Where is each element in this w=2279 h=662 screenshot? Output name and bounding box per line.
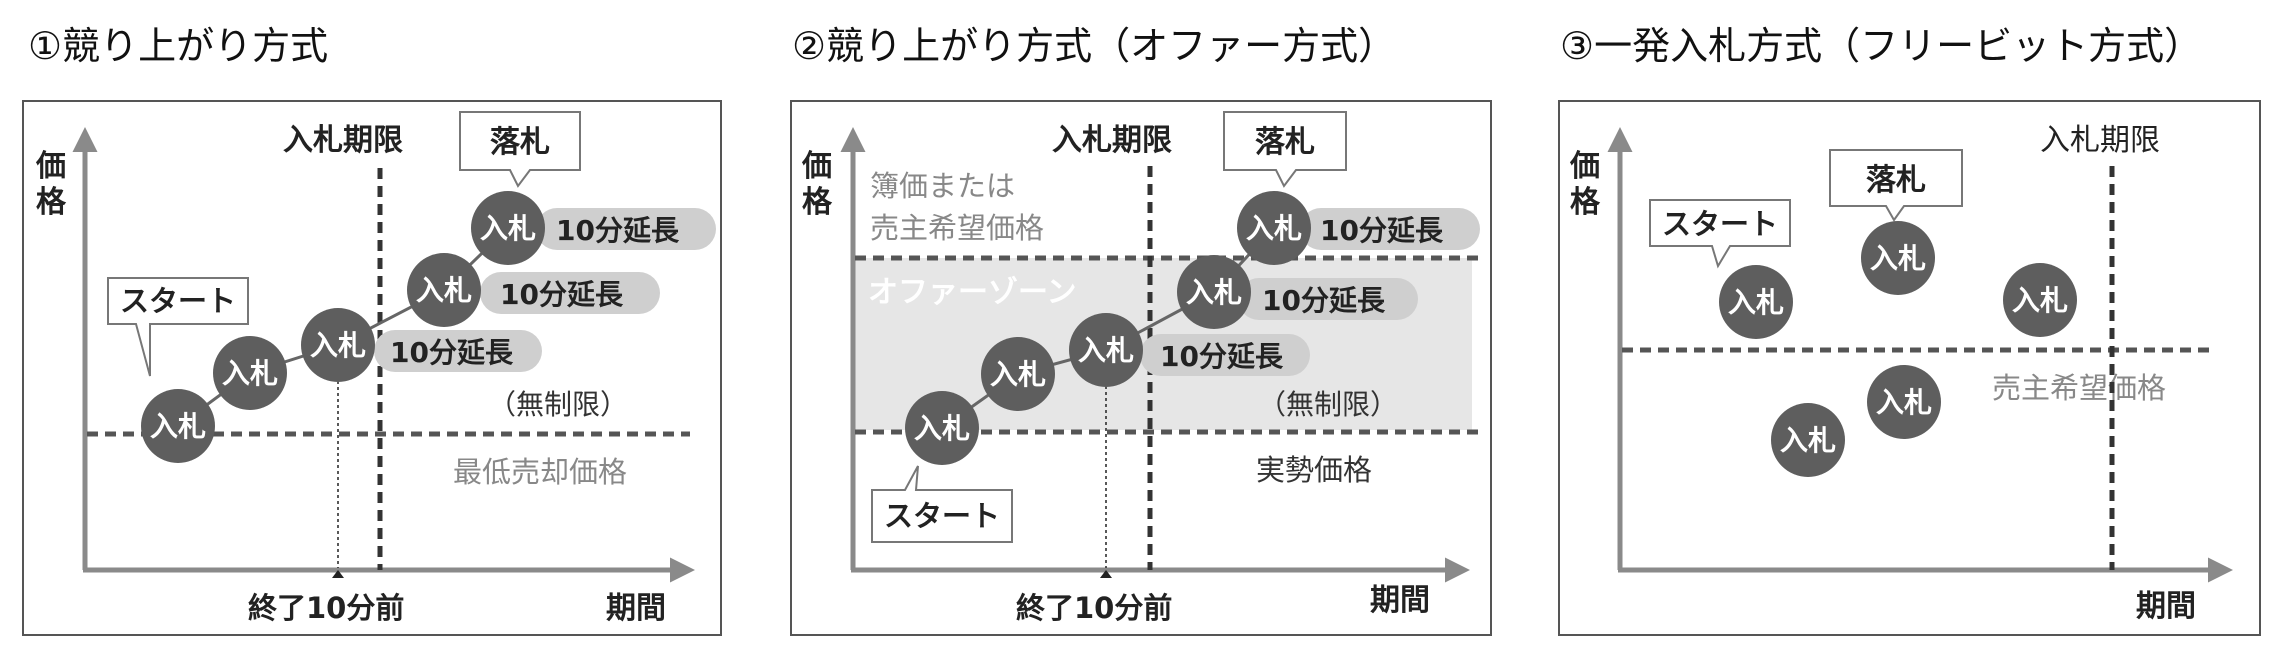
panel1-deadline-label: 入札期限	[283, 123, 403, 158]
panel2-before-end-tick	[1100, 570, 1112, 578]
panel2-start-label: スタート	[884, 499, 1000, 533]
panel1-diagram: 価 格 期間 最低売却価格 （無制限） 入札期限 終了10分前 10分延長 10…	[35, 111, 716, 626]
panel2-before-end-label: 終了10分前	[1016, 591, 1172, 625]
panel3-bid-circle-5	[1867, 365, 1941, 439]
panel3-bid-circle-4	[1771, 403, 1845, 477]
panel2-diagram: オファーゾーン 価 格 期間 簿価または 売主希望価格 実勢価格 （無制限） 入…	[801, 111, 1482, 625]
panel1-extend-label-1: 10分延長	[390, 336, 514, 369]
panel2-award-callout: 落札	[1223, 111, 1347, 188]
panel1-bid-label-1: 入札	[150, 410, 206, 443]
panel1-bid-circle-2	[213, 336, 287, 410]
panel3-bid-label-5: 入札	[1876, 386, 1932, 419]
panel1-bid-label-3: 入札	[310, 329, 366, 362]
panel2-book-price-label-1: 簿価または	[870, 169, 1015, 203]
panel2-bid-label-4: 入札	[1186, 276, 1242, 309]
panel1-axis-x-label: 期間	[606, 591, 666, 626]
panel2-extend-pill-3	[1300, 208, 1480, 250]
panel1-bid-circle-5	[471, 191, 545, 265]
panel2-extend-label-2: 10分延長	[1262, 284, 1386, 317]
panel1-start-callout: スタート	[107, 277, 249, 377]
panel1-extend-label-3: 10分延長	[556, 214, 680, 247]
panel1-before-end-label: 終了10分前	[248, 591, 404, 625]
panel1-frame	[22, 100, 722, 636]
panel2-extend-pill-1	[1140, 334, 1310, 376]
panel3-axis-x-label: 期間	[2136, 589, 2196, 624]
panel1-title: ①競り上がり方式	[28, 24, 329, 68]
panel2-bid-circle-1	[905, 391, 979, 465]
panel2-title: ②競り上がり方式（オファー方式）	[792, 24, 1397, 68]
panel3-bid-label-3: 入札	[2012, 284, 2068, 317]
panel2-bid-label-5: 入札	[1246, 212, 1302, 245]
panel2-extend-pill-2	[1238, 278, 1418, 320]
panel3-award-label: 落札	[1866, 163, 1926, 198]
panel2-bid-circle-5	[1237, 191, 1311, 265]
panel1-award-callout: 落札	[459, 111, 581, 188]
panel3-diagram: 価 格 期間 売主希望価格 入札期限 入札 入札 入札 入札 入札 スタート 落…	[1569, 123, 2233, 624]
panel1-extend-pill-3	[536, 208, 716, 250]
panel2-bid-label-1: 入札	[914, 412, 970, 445]
panel2-extend-label-1: 10分延長	[1160, 340, 1284, 373]
panel2-award-label: 落札	[1255, 125, 1315, 160]
panel2-bid-label-3: 入札	[1078, 334, 1134, 367]
panel2-start-callout: スタート	[871, 465, 1013, 543]
panel1-min-price-label: 最低売却価格	[453, 455, 627, 489]
panel2-extend-label-3: 10分延長	[1320, 214, 1444, 247]
panel1-before-end-tick	[332, 570, 344, 578]
panel3-award-callout: 落札	[1829, 149, 1963, 222]
panel3-start-callout: スタート	[1649, 199, 1791, 269]
panel1-bid-circle-4	[407, 253, 481, 327]
panel3-start-label: スタート	[1662, 207, 1778, 241]
panel1-start-label: スタート	[120, 284, 236, 318]
panel2-book-price-label-2: 売主希望価格	[870, 211, 1044, 245]
panel3-axis-y-label-1: 価	[1569, 149, 1600, 184]
panel2-bid-circle-2	[981, 337, 1055, 411]
panel2-zone-label: オファーゾーン	[868, 275, 1077, 310]
panel2-bid-label-2: 入札	[990, 358, 1046, 391]
panel1-unlimited-label: （無制限）	[488, 388, 628, 421]
panel3-bid-label-1: 入札	[1728, 286, 1784, 319]
panel2-deadline-label: 入札期限	[1052, 123, 1172, 158]
panel3-bid-circle-1	[1719, 265, 1793, 339]
panel3-bid-label-4: 入札	[1780, 424, 1836, 457]
panel1-bid-label-4: 入札	[416, 274, 472, 307]
panel3-deadline-label: 入札期限	[2040, 123, 2160, 158]
panel3-axis-y-label-2: 格	[1570, 185, 1601, 220]
panel3-bid-label-2: 入札	[1870, 242, 1926, 275]
panel1-extend-label-2: 10分延長	[500, 278, 624, 311]
panel1-bid-circle-3	[301, 308, 375, 382]
panel3-title: ③一発入札方式（フリービット方式）	[1560, 24, 2203, 68]
panel1-axis-y-label-1: 価	[35, 149, 66, 184]
panel2-actual-price-label: 実勢価格	[1256, 453, 1372, 487]
panel1-bid-circle-1	[141, 389, 215, 463]
panel1-award-label: 落札	[490, 125, 550, 160]
panel1-bid-label-5: 入札	[480, 212, 536, 245]
panel2-axis-y-label-2: 格	[802, 185, 833, 220]
panel2-bid-circle-4	[1177, 255, 1251, 329]
panel3-bid-circle-2	[1861, 221, 1935, 295]
panel2-unlimited-label: （無制限）	[1258, 388, 1398, 421]
panel2-bid-circle-3	[1069, 313, 1143, 387]
panel3-seller-price-label: 売主希望価格	[1992, 371, 2166, 405]
panel2-axis-x-label: 期間	[1370, 583, 1430, 618]
panel1-extend-pill-2	[480, 272, 660, 314]
panel2-axis-y-label-1: 価	[801, 149, 832, 184]
panel1-bid-label-2: 入札	[222, 357, 278, 390]
panel1-extend-pill-1	[374, 330, 542, 372]
panel3-bid-circle-3	[2003, 263, 2077, 337]
panel1-axis-y-label-2: 格	[36, 185, 67, 220]
